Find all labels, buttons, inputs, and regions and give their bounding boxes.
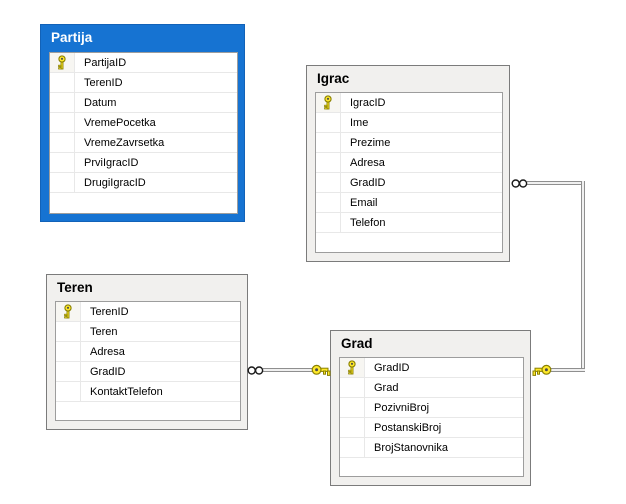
table-row[interactable]: Adresa: [316, 153, 502, 173]
key-cell-empty: [316, 133, 341, 152]
key-cell-empty: [316, 213, 341, 232]
key-cell-empty: [316, 153, 341, 172]
table-row[interactable]: Teren: [56, 322, 240, 342]
table-row[interactable]: PozivniBroj: [340, 398, 523, 418]
table-row[interactable]: GradID: [56, 362, 240, 382]
table-row[interactable]: Prezime: [316, 133, 502, 153]
table-partija-title[interactable]: Partija: [51, 30, 93, 45]
table-row[interactable]: TerenID: [56, 302, 240, 322]
key-cell-empty: [50, 113, 75, 132]
key-icon: [531, 363, 552, 382]
relationship-igrac-grad-line[interactable]: [527, 181, 585, 185]
column-name: TerenID: [90, 305, 129, 318]
table-teren-title[interactable]: Teren: [57, 280, 93, 295]
table-grad-title[interactable]: Grad: [341, 336, 373, 351]
column-name: GradID: [374, 361, 410, 374]
column-name: GradID: [90, 365, 126, 378]
column-name: PartijaID: [84, 56, 127, 69]
primary-key-icon: [50, 53, 75, 72]
column-name: PostanskiBroj: [374, 421, 442, 434]
key-cell-empty: [340, 398, 365, 417]
key-cell-empty: [50, 153, 75, 172]
key-cell-empty: [340, 438, 365, 457]
key-cell-empty: [50, 93, 75, 112]
table-row[interactable]: PrviIgracID: [50, 153, 237, 173]
column-name: Teren: [90, 325, 118, 338]
column-name: BrojStanovnika: [374, 441, 448, 454]
key-cell-empty: [316, 113, 341, 132]
column-name: Adresa: [90, 345, 125, 358]
column-name: VremePocetka: [84, 116, 156, 129]
column-name: KontaktTelefon: [90, 385, 163, 398]
column-name: PozivniBroj: [374, 401, 430, 414]
relationship-igrac-grad-line[interactable]: [581, 181, 585, 372]
table-row[interactable]: VremeZavrsetka: [50, 133, 237, 153]
key-cell-empty: [340, 378, 365, 397]
table-row[interactable]: PostanskiBroj: [340, 418, 523, 438]
column-name: Email: [350, 196, 378, 209]
column-name: Ime: [350, 116, 369, 129]
column-name: Adresa: [350, 156, 385, 169]
key-cell-empty: [56, 382, 81, 401]
key-cell-empty: [316, 173, 341, 192]
key-cell-empty: [50, 173, 75, 192]
infinity-icon: [247, 364, 264, 382]
key-cell-empty: [340, 418, 365, 437]
key-cell-empty: [50, 133, 75, 152]
key-cell-empty: [56, 322, 81, 341]
table-row[interactable]: BrojStanovnika: [340, 438, 523, 458]
table-row[interactable]: TerenID: [50, 73, 237, 93]
primary-key-icon: [56, 302, 81, 321]
table-row[interactable]: Adresa: [56, 342, 240, 362]
column-name: PrviIgracID: [84, 156, 139, 169]
key-cell-empty: [56, 342, 81, 361]
column-name: VremeZavrsetka: [84, 136, 165, 149]
column-name: GradID: [350, 176, 386, 189]
table-row[interactable]: Datum: [50, 93, 237, 113]
table-row[interactable]: Grad: [340, 378, 523, 398]
column-name: IgracID: [350, 96, 386, 109]
table-row[interactable]: PartijaID: [50, 53, 237, 73]
key-icon: [311, 363, 332, 382]
primary-key-icon: [340, 358, 365, 377]
relationship-teren-grad-line[interactable]: [263, 368, 315, 372]
table-igrac-title[interactable]: Igrac: [317, 71, 350, 86]
primary-key-icon: [316, 93, 341, 112]
table-row[interactable]: IgracID: [316, 93, 502, 113]
table-row[interactable]: DrugiIgracID: [50, 173, 237, 193]
column-name: TerenID: [84, 76, 123, 89]
table-row[interactable]: VremePocetka: [50, 113, 237, 133]
key-cell-empty: [316, 193, 341, 212]
table-row[interactable]: GradID: [316, 173, 502, 193]
infinity-icon: [511, 177, 528, 195]
table-row[interactable]: GradID: [340, 358, 523, 378]
table-row[interactable]: KontaktTelefon: [56, 382, 240, 402]
key-cell-empty: [56, 362, 81, 381]
relationship-igrac-grad-line[interactable]: [551, 368, 585, 372]
table-row[interactable]: Telefon: [316, 213, 502, 233]
table-row[interactable]: Ime: [316, 113, 502, 133]
key-cell-empty: [50, 73, 75, 92]
column-name: Grad: [374, 381, 399, 394]
column-name: Telefon: [350, 216, 386, 229]
column-name: DrugiIgracID: [84, 176, 146, 189]
column-name: Prezime: [350, 136, 391, 149]
column-name: Datum: [84, 96, 117, 109]
table-row[interactable]: Email: [316, 193, 502, 213]
